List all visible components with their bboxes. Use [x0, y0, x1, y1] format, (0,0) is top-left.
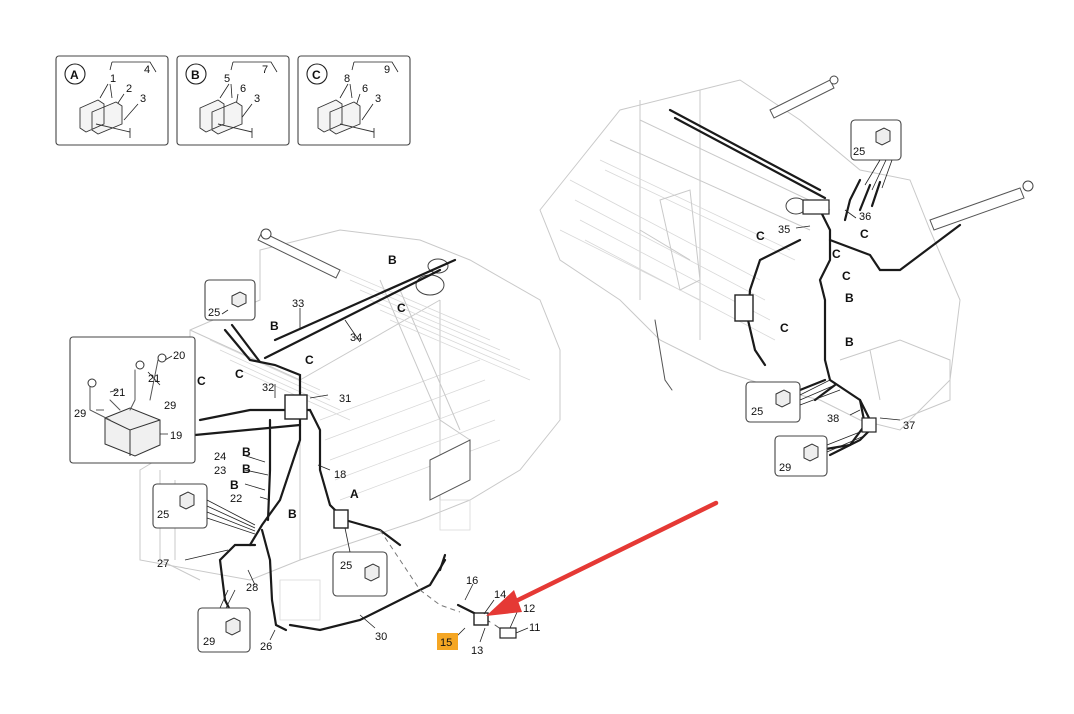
- part-label-36: 36: [859, 211, 871, 223]
- part-label-29b: 29: [164, 400, 176, 412]
- part-label-37: 37: [903, 420, 915, 432]
- part-label-38: 38: [827, 413, 839, 425]
- fitting-box-25-c: [332, 527, 388, 597]
- conn-letter-b: B: [230, 478, 239, 492]
- legend-box-b: B 7 5 6 3: [176, 55, 290, 146]
- part-label-25e: 25: [751, 406, 763, 418]
- legend-num: 7: [262, 64, 268, 76]
- part-label-20: 20: [173, 350, 185, 362]
- part-15-highlight: [437, 633, 458, 650]
- legend-box-c: C 9 8 6 3: [297, 55, 411, 146]
- legend-num: 3: [254, 93, 260, 105]
- part-label-16: 16: [466, 575, 478, 587]
- legend-num: 4: [144, 64, 150, 76]
- legend-num: 1: [110, 73, 116, 85]
- part-label-15: 15: [440, 637, 452, 649]
- legend-num: 2: [126, 83, 132, 95]
- conn-letter-c: C: [860, 227, 869, 241]
- legend-letter-a: A: [70, 68, 79, 82]
- part-label-24: 24: [214, 451, 226, 463]
- part-number-labels: 11 12 13 14 15 16 18 19 20 21 21 22 23 2…: [74, 146, 915, 657]
- part-label-19: 19: [170, 430, 182, 442]
- fitting-box-25-e: [745, 379, 841, 423]
- conn-letter-c: C: [832, 247, 841, 261]
- fitting-box-25-d: [850, 119, 902, 191]
- conn-letter-b: B: [242, 445, 251, 459]
- part-label-31: 31: [339, 393, 351, 405]
- fitting-box-25-a: [204, 279, 256, 321]
- left-hose-routing: [193, 258, 517, 639]
- legend-num: 5: [224, 73, 230, 85]
- legend-box-a: A 4 1 2 3: [55, 55, 169, 146]
- conn-letter-b: B: [845, 291, 854, 305]
- connection-letters: A B B B B B B B B C C C C C C C C C: [197, 227, 869, 521]
- conn-letter-c: C: [842, 269, 851, 283]
- conn-letter-c: C: [305, 353, 314, 367]
- part-label-12: 12: [523, 603, 535, 615]
- conn-letter-c: C: [756, 229, 765, 243]
- conn-letter-b: B: [270, 319, 279, 333]
- part-label-14: 14: [494, 589, 506, 601]
- conn-letter-c: C: [235, 367, 244, 381]
- legend-letter-c: C: [312, 68, 321, 82]
- part-label-27: 27: [157, 558, 169, 570]
- leader-lines: [184, 209, 901, 643]
- part-label-22: 22: [230, 493, 242, 505]
- part-label-33: 33: [292, 298, 304, 310]
- legend-num: 8: [344, 73, 350, 85]
- part-label-25d: 25: [853, 146, 865, 158]
- part-label-23: 23: [214, 465, 226, 477]
- legend-num: 3: [140, 93, 146, 105]
- red-pointer-arrow: [486, 500, 719, 616]
- part-label-25a: 25: [208, 307, 220, 319]
- part-label-25c: 25: [340, 560, 352, 572]
- legend-letter-b: B: [191, 68, 200, 82]
- part-label-26: 26: [260, 641, 272, 653]
- conn-letter-b: B: [388, 253, 397, 267]
- conn-letter-b: B: [242, 462, 251, 476]
- part-label-25b: 25: [157, 509, 169, 521]
- part-label-28: 28: [246, 582, 258, 594]
- part-label-30: 30: [375, 631, 387, 643]
- legend-num: 6: [362, 83, 368, 95]
- conn-letter-b: B: [845, 335, 854, 349]
- right-machine-outline: [539, 75, 1034, 431]
- part-label-18: 18: [334, 469, 346, 481]
- legend-num: 3: [375, 93, 381, 105]
- conn-letter-b: B: [288, 507, 297, 521]
- fitting-box-29-a: [197, 589, 251, 653]
- conn-letter-c: C: [397, 301, 406, 315]
- legend-num: 6: [240, 83, 246, 95]
- conn-letter-c: C: [780, 321, 789, 335]
- part-label-29a: 29: [74, 408, 86, 420]
- part-label-21b: 21: [113, 387, 125, 399]
- part-label-29d: 29: [779, 462, 791, 474]
- part-label-13: 13: [471, 645, 483, 657]
- valve-detail-inset: [69, 336, 196, 464]
- part-label-21a: 21: [148, 373, 160, 385]
- fitting-box-25-b: [152, 483, 256, 535]
- conn-letter-a: A: [350, 487, 359, 501]
- legend-num: 9: [384, 64, 390, 76]
- conn-letter-c: C: [197, 374, 206, 388]
- part-label-32: 32: [262, 382, 274, 394]
- fitting-box-29-b: [774, 431, 865, 477]
- part-label-35: 35: [778, 224, 790, 236]
- right-hose-routing: [654, 178, 962, 457]
- part-label-11: 11: [529, 622, 540, 634]
- part-label-29c: 29: [203, 636, 215, 648]
- left-machine-outline: [139, 228, 561, 621]
- part-label-34: 34: [350, 332, 362, 344]
